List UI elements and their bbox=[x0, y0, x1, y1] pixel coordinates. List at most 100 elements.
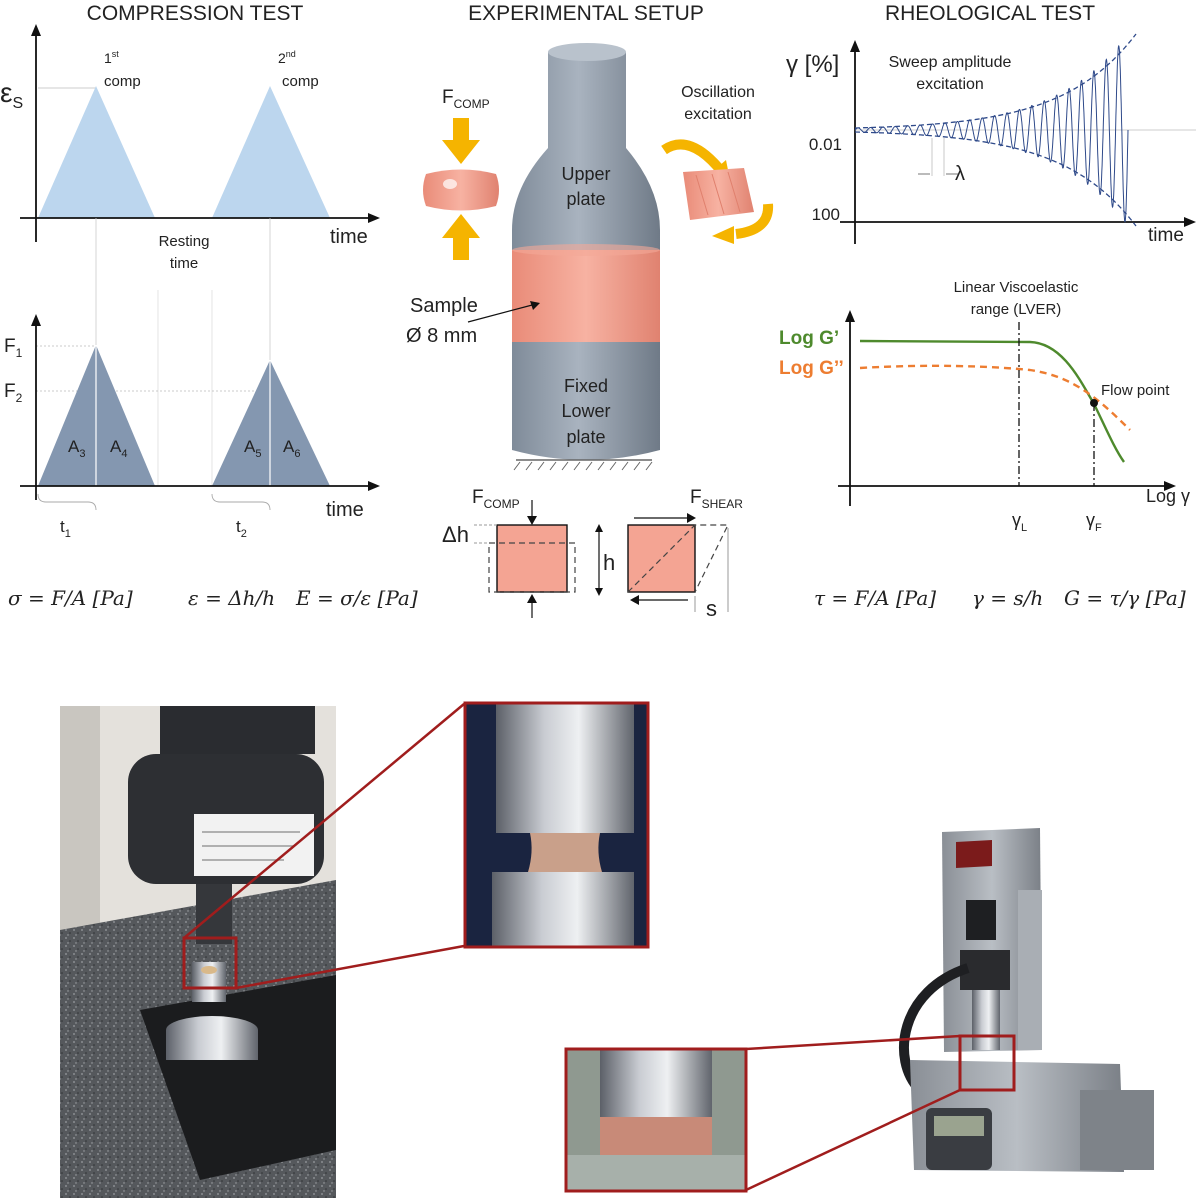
sample-highlight bbox=[443, 179, 457, 189]
h-dimension-top bbox=[595, 524, 603, 532]
photo-sample bbox=[201, 966, 217, 974]
strain-ramp-1 bbox=[38, 86, 155, 218]
rotation-arrow-top bbox=[661, 139, 726, 176]
a4-label: A4 bbox=[110, 437, 127, 460]
sweep-x-arrow bbox=[1184, 217, 1196, 227]
fshear-top-head bbox=[687, 513, 696, 523]
resting-label-line1: Resting bbox=[159, 233, 210, 250]
zoom-frame bbox=[463, 701, 650, 949]
sample-cylinder bbox=[512, 250, 660, 342]
rotation-arrow-bottom-head bbox=[712, 226, 734, 244]
flow-point-label: Flow point bbox=[1101, 382, 1170, 399]
compressed-outline bbox=[488, 542, 576, 593]
lower-plate-line3: plate bbox=[566, 427, 605, 447]
h-dimension-bottom bbox=[595, 588, 603, 596]
rheo-zoom-upper-plate bbox=[600, 1049, 712, 1117]
fcomp2-arrow-head bbox=[527, 516, 537, 525]
gamma-f-label: γF bbox=[1086, 510, 1102, 534]
equation-strain: ε = Δh/h bbox=[188, 586, 275, 610]
sample-shear-lines bbox=[695, 171, 741, 216]
rheometer-photo bbox=[898, 828, 1154, 1172]
second-comp-number: 2nd bbox=[278, 49, 296, 66]
setup-title: EXPERIMENTAL SETUP bbox=[468, 2, 704, 25]
log-gamma-label: Log γ bbox=[1146, 486, 1190, 506]
rheometer-connector-top bbox=[745, 1034, 961, 1051]
strain-x-arrow bbox=[368, 213, 380, 223]
h-label: h bbox=[603, 550, 615, 575]
crosshead bbox=[160, 706, 315, 754]
zoom-lower-plate bbox=[492, 872, 634, 947]
g-prime-curve bbox=[859, 339, 1125, 463]
upper-plate-line1: Upper bbox=[561, 164, 610, 184]
force-plot: time F1 F2 A3 A4 A5 A6 t1 t2 bbox=[4, 314, 380, 540]
flow-point-marker bbox=[1090, 399, 1098, 407]
t2-brace bbox=[211, 493, 271, 511]
log-g-prime-label: Log G’ bbox=[779, 328, 839, 349]
modulus-x-arrow bbox=[1164, 481, 1176, 491]
sample-pointer-head bbox=[530, 301, 540, 310]
photo-zoom-box bbox=[182, 936, 238, 990]
fshear-label: FSHEAR bbox=[690, 487, 743, 511]
fcomp2-label: FCOMP bbox=[472, 487, 520, 511]
compression-test-panel: COMPRESSION TEST εS time 1st comp 2nd co… bbox=[0, 2, 418, 610]
sweep-label-line2: excitation bbox=[916, 76, 984, 93]
strain-y-arrow bbox=[31, 24, 41, 36]
modulus-plot: Linear Viscoelastic range (LVER) Log G’ … bbox=[779, 279, 1190, 534]
sweep-waveform bbox=[854, 44, 1129, 223]
lambda-label: λ bbox=[955, 163, 965, 185]
sample-label-line2: Ø 8 mm bbox=[406, 325, 477, 347]
rheo-zoom-sample bbox=[600, 1117, 712, 1155]
oscillation-line1: Oscillation bbox=[681, 84, 755, 101]
ground-hatch bbox=[513, 461, 653, 471]
rheometer-side-unit bbox=[1080, 1090, 1154, 1170]
sweep-time-label: time bbox=[1148, 225, 1184, 246]
sample-top-edge bbox=[512, 244, 660, 256]
zoom-connector-bottom bbox=[235, 944, 465, 990]
first-comp-number: 1st bbox=[104, 49, 119, 66]
amplitude-sweep-plot: λ γ [%] Sweep amplitude excitation 0.01 … bbox=[786, 33, 1196, 246]
lver-label-line1: Linear Viscoelastic bbox=[954, 279, 1079, 296]
dh-label: Δh bbox=[442, 522, 469, 547]
g-double-prime-curve bbox=[859, 364, 1131, 431]
force-peak-2 bbox=[212, 360, 330, 486]
fshear-bottom-head bbox=[630, 595, 639, 605]
force-y-arrow bbox=[31, 314, 41, 326]
experimental-setup-panel: EXPERIMENTAL SETUP Upper plate Fixed Low… bbox=[406, 2, 774, 621]
rheometer-zoom-box bbox=[958, 1034, 1016, 1092]
equation-shear-stress: τ = F/A [Pa] bbox=[814, 586, 936, 610]
strain-axis-label: εS bbox=[0, 77, 23, 112]
equation-modulus: E = σ/ε [Pa] bbox=[295, 586, 418, 610]
shear-schematic: FSHEAR s bbox=[627, 487, 743, 621]
rheometer-spindle bbox=[972, 990, 1000, 1050]
tick-0-01: 0.01 bbox=[809, 135, 842, 154]
s-label: s bbox=[706, 596, 717, 621]
t1-brace bbox=[37, 493, 97, 511]
rheo-zoom-lower-plate bbox=[566, 1155, 746, 1191]
oscillation-line2: excitation bbox=[684, 106, 752, 123]
a3-label: A3 bbox=[68, 437, 85, 460]
gamma-l-label: γL bbox=[1012, 510, 1027, 534]
compression-zoom-photo bbox=[463, 701, 650, 949]
compression-sample-illustration: FCOMP bbox=[423, 87, 499, 260]
tick-100: 100 bbox=[812, 205, 840, 224]
rheometer-connector-bottom bbox=[745, 1088, 961, 1192]
bottom-plate-base bbox=[166, 1030, 258, 1060]
compressed-sample bbox=[423, 169, 499, 211]
rheometer-display bbox=[934, 1116, 984, 1136]
equation-stress: σ = F/A [Pa] bbox=[8, 586, 133, 610]
sample-label-line1: Sample bbox=[410, 295, 478, 317]
rotation-arrow-bottom bbox=[735, 203, 774, 239]
f2-label: F2 bbox=[4, 381, 23, 405]
strain-schematic: FCOMP Δh h bbox=[442, 487, 615, 618]
rheometer-logo bbox=[956, 840, 992, 868]
resting-label-line2: time bbox=[170, 255, 198, 272]
sweep-label-line1: Sweep amplitude bbox=[889, 54, 1012, 71]
rheometer-motor bbox=[966, 900, 996, 940]
zoom-connector-top bbox=[183, 703, 465, 939]
a5-label: A5 bbox=[244, 437, 261, 460]
log-g-double-prime-label: Log G’’ bbox=[779, 358, 844, 379]
second-comp-word: comp bbox=[282, 73, 319, 90]
lower-plate-line2: Lower bbox=[561, 401, 610, 421]
sample-pointer bbox=[467, 303, 537, 323]
